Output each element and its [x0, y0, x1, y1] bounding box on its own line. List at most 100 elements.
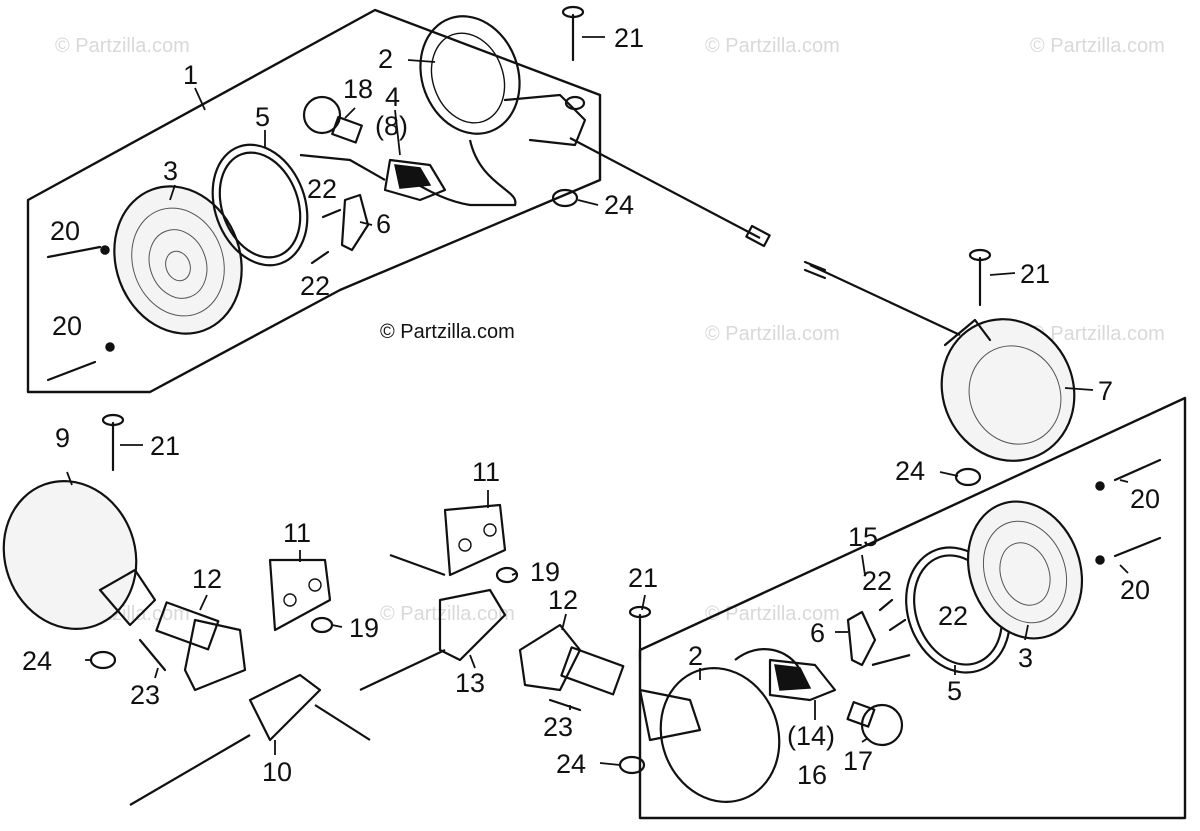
left-lower-wire-2	[314, 704, 371, 741]
top-left-bulb-18	[302, 95, 363, 144]
callout-16: 16	[797, 760, 827, 790]
callout-labels: 1 2 2 3 3 4 5 5 6 6 7 (8) 9 10 11 11 12 …	[22, 23, 1160, 790]
callout-20: 20	[52, 311, 82, 341]
bottom-right-screw-22-lower	[888, 618, 907, 632]
center-upper-wire	[389, 553, 446, 577]
callout-2: 2	[688, 641, 703, 671]
callout-10: 10	[262, 757, 292, 787]
bottom-right-housing-2	[638, 666, 781, 804]
center-socket-12	[518, 623, 625, 696]
bottom-right-lens-3	[966, 500, 1084, 640]
callout-11: 11	[472, 457, 500, 487]
callout-20: 20	[1130, 484, 1160, 514]
right-nut-24	[954, 467, 982, 487]
callout-22: 22	[938, 601, 968, 631]
callout-7: 7	[1098, 376, 1113, 406]
callout-13: 13	[455, 668, 485, 698]
top-left-housing-2	[419, 15, 587, 147]
bottom-right-ground-wire	[871, 653, 911, 667]
callout-21: 21	[150, 431, 180, 461]
top-left-screw-22	[321, 208, 342, 219]
callout-22: 22	[300, 271, 330, 301]
top-bolt-21	[561, 5, 585, 62]
callout-23: 23	[130, 680, 160, 710]
right-bolt-21	[968, 248, 992, 307]
top-left-gasket-5-inner	[218, 151, 302, 259]
top-left-gasket-5	[211, 143, 309, 267]
watermark: © Partzilla.com	[380, 603, 515, 625]
top-left-socket-wire	[399, 139, 517, 207]
callout-5: 5	[255, 102, 270, 132]
bottom-right-screw-20-lower	[1113, 536, 1162, 558]
bottom-right-nut	[1095, 481, 1105, 491]
watermark: © Partzilla.com	[1030, 323, 1165, 345]
top-left-screw-20-lower	[46, 360, 97, 382]
top-left-nut-24	[551, 188, 579, 208]
callout-15: 15	[848, 522, 878, 552]
callout-1: 1	[183, 60, 198, 90]
callout-14: (14)	[787, 721, 835, 751]
right-wire-terminals	[803, 260, 827, 280]
leader-lines	[66, 36, 1129, 766]
watermark: © Partzilla.com	[705, 35, 840, 57]
callout-4: 4	[385, 82, 400, 112]
left-plate-11	[268, 558, 332, 632]
top-left-wire-connector	[745, 224, 771, 248]
top-left-plate-6	[340, 193, 370, 252]
callout-3: 3	[163, 156, 178, 186]
callout-6: 6	[810, 618, 825, 648]
bottom-right-bulb-17	[846, 701, 904, 747]
watermark: © Partzilla.com	[705, 603, 840, 625]
center-grommet-19	[495, 566, 519, 584]
right-lead-wire	[809, 264, 961, 336]
center-lower-wire	[359, 649, 446, 691]
assembly-border-top-left	[26, 8, 602, 394]
callout-5: 5	[947, 676, 962, 706]
center-plate-11	[443, 503, 507, 577]
callout-3: 3	[1018, 643, 1033, 673]
callout-17: 17	[843, 746, 873, 776]
top-left-ground-wire	[299, 153, 386, 181]
callout-24: 24	[604, 190, 634, 220]
callout-24: 24	[556, 749, 586, 779]
right-light-7-detail	[968, 345, 1062, 445]
callout-19: 19	[349, 613, 379, 643]
left-bolt-21	[101, 413, 125, 472]
callout-21: 21	[614, 23, 644, 53]
left-lower-wire	[129, 734, 251, 806]
callout-22: 22	[862, 566, 892, 596]
watermark: © Partzilla.com	[705, 323, 840, 345]
left-light-9	[2, 479, 138, 631]
top-left-lead-wire	[569, 137, 761, 239]
bottom-right-nut-lower	[1095, 555, 1105, 565]
bottom-right-plate-6	[846, 610, 877, 667]
callout-24: 24	[22, 646, 52, 676]
left-grommet-19	[310, 616, 334, 634]
callout-18: 18	[343, 74, 373, 104]
bottom-right-socket-wire	[734, 648, 801, 671]
callout-9: 9	[55, 423, 70, 453]
left-socket-12	[155, 601, 247, 692]
top-left-socket-4	[383, 158, 447, 202]
top-left-nut-lower	[105, 342, 115, 352]
callout-2: 2	[378, 44, 393, 74]
callout-6: 6	[376, 209, 391, 239]
bottom-right-socket-14	[768, 658, 837, 702]
left-nut-24	[89, 650, 117, 670]
center-plate-13	[438, 588, 507, 662]
callout-21: 21	[1020, 259, 1050, 289]
watermark: © Partzilla.com	[1030, 35, 1165, 57]
callout-21: 21	[628, 563, 658, 593]
callout-20: 20	[1120, 575, 1150, 605]
callout-19: 19	[530, 557, 560, 587]
watermark-layer: © Partzilla.com © Partzilla.com © Partzi…	[55, 35, 1165, 625]
callout-11: 11	[283, 518, 311, 548]
callout-20: 20	[50, 216, 80, 246]
left-plate-10	[248, 673, 322, 742]
callout-8: (8)	[375, 111, 408, 141]
top-left-screw-22-lower	[310, 250, 330, 265]
callout-22: 22	[307, 174, 337, 204]
right-light-mount	[943, 318, 992, 347]
callout-23: 23	[543, 712, 573, 742]
